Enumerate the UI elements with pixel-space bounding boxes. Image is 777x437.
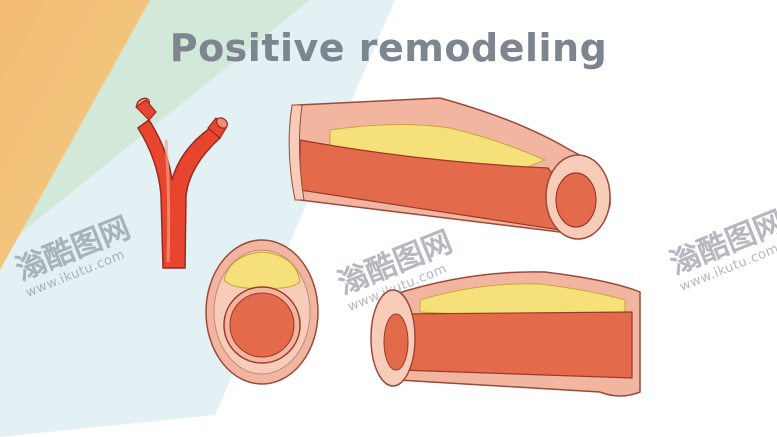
longitudinal-vessel-section <box>288 97 611 240</box>
remodeled-vessel-section <box>370 271 641 397</box>
cross-section-vessel <box>205 239 319 385</box>
artery-branch-icon <box>135 97 229 269</box>
bg-orange-shape <box>0 0 150 270</box>
slide-title: Positive remodeling <box>169 26 608 70</box>
